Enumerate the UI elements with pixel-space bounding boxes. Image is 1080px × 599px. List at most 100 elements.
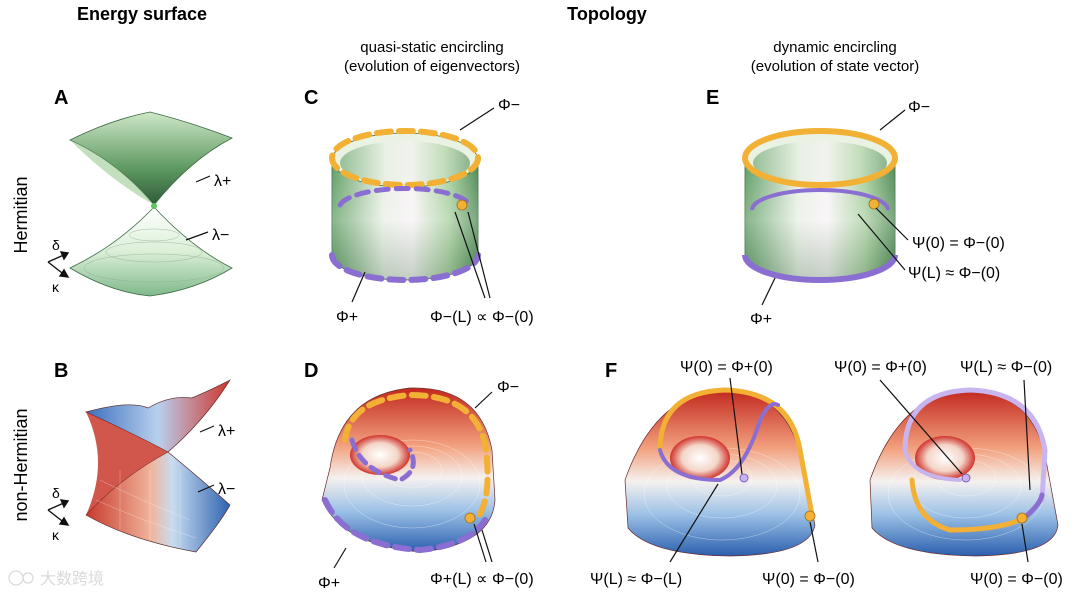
watermark-logo-icon [8,570,24,586]
f2-top-left-leader [879,379,963,475]
d-purple-inner-loop [349,437,416,483]
e-phi-minus-leader [879,109,906,131]
a-delta-label: δ [52,237,60,253]
e-phi-plus-label: Φ+ [750,311,772,328]
c-phi-minus-label: Φ− [498,97,520,114]
panel-b-energy-surface: λ+ λ− δ κ [47,379,235,553]
d-start-marker [464,512,476,524]
f1-bottom-right-leader [809,521,819,563]
c-purple-dashed-loop [329,252,481,283]
b-lambda-plus-label: λ+ [218,423,235,440]
c-cylinder-inner [340,141,470,185]
a-lambda-plus-label: λ+ [214,173,231,190]
e-start-marker [868,198,880,210]
f2-start-marker-top [961,473,971,483]
d-purple-dashed-loop [322,497,488,554]
f2-start-marker-bottom [1016,512,1028,524]
d-relation-leader-a [473,523,487,563]
e-cylinder-inner [753,141,887,185]
a-kappa-label: κ [52,279,60,295]
d-phi-plus-label: Φ+ [318,575,340,592]
panel-a-energy-surface: λ+ λ− δ κ [47,111,233,297]
d-gold-dashed-loop [342,391,491,523]
f2-bottom-label: Ψ(0) = Φ−(0) [970,571,1063,588]
panel-letter-c: C [304,87,318,109]
lower-cone-grid [83,228,225,283]
upper-cone-shade [70,140,154,205]
a-lambda-minus-leader [185,231,209,241]
b-delta-label: δ [52,485,60,501]
degeneracy-point [151,203,157,209]
panel-letter-b: B [54,360,68,382]
f2-lavender-inner [903,448,962,482]
b-kappa-label: κ [52,527,60,543]
lower-cone [69,206,233,297]
panel-c-cylinder: Φ− Φ+ Φ−(L) ∝ Φ−(0) [329,97,534,326]
f2-gold-path [909,477,1027,533]
f1-bottom-left-label: Ψ(L) ≈ Φ−(L) [590,571,682,588]
f1-top-label: Ψ(0) = Φ+(0) [680,359,773,376]
f2-top-right-label: Ψ(L) ≈ Φ−(0) [960,359,1052,376]
column-quasi-line2: (evolution of eigenvectors) [344,58,520,75]
e-psi0-leader [875,207,909,241]
panel-letter-f: F [605,360,617,382]
a-lambda-plus-leader [195,175,211,183]
watermark: 大数跨境 [8,569,104,588]
f2-top-left-label: Ψ(0) = Φ+(0) [834,359,927,376]
f1-start-marker-bottom [804,510,816,522]
e-psiL-label: Ψ(L) ≈ Φ−(0) [908,265,1000,282]
f2-lavender-path [902,387,1048,503]
f1-gold-path [657,387,815,518]
e-psi0-label: Ψ(0) = Φ−(0) [912,235,1005,252]
watermark-text: 大数跨境 [40,569,104,588]
f1-bottom-left-leader [669,483,719,563]
column-dynamic-line1: dynamic encircling [773,39,896,56]
f1-surface-hole [670,436,730,480]
b-lambda-minus-label: λ− [218,481,235,498]
f2-top-right-leader [1023,379,1031,491]
e-phi-plus-leader [761,277,776,306]
d-surface-body [321,387,496,553]
f1-bottom-right-label: Ψ(0) = Φ−(0) [762,571,855,588]
watermark-logo-icon-2 [22,572,34,584]
f1-top-leader [729,377,743,475]
panel-f-right-surface: Ψ(0) = Φ+(0) Ψ(L) ≈ Φ−(0) Ψ(0) = Φ−(0) [834,359,1063,588]
e-gold-loop [742,128,898,188]
b-lambda-plus-leader [199,425,215,433]
c-relation-leader-a [454,211,486,299]
e-purple-loop [742,254,898,283]
panel-d-surface: Φ− Φ+ Φ+(L) ∝ Φ−(0) [318,379,534,592]
f1-start-marker-top [739,473,749,483]
b-axes [47,499,70,526]
header-topology: Topology [567,4,647,24]
branch-cut-sheet [86,412,168,515]
column-quasi-line1: quasi-static encircling [360,39,503,56]
b-surface-grid [95,470,197,548]
c-relation-label: Φ−(L) ∝ Φ−(0) [430,309,534,326]
a-axes [47,251,70,278]
header-energy-surface: Energy surface [77,4,207,24]
e-purple-inner-loop [750,188,890,211]
d-relation-leader-b [481,529,493,563]
d-relation-label: Φ+(L) ∝ Φ−(0) [430,571,534,588]
column-dynamic-line2: (evolution of state vector) [751,58,919,75]
f2-bottom-leader [1021,523,1029,563]
panel-letter-d: D [304,360,318,382]
d-phi-minus-label: Φ− [497,379,519,396]
panel-f-left-surface: Ψ(0) = Φ+(0) Ψ(L) ≈ Φ−(L) Ψ(0) = Φ−(0) [590,359,855,588]
d-phi-plus-leader [333,547,347,569]
c-relation-leader-b [467,211,491,299]
c-phi-plus-label: Φ+ [336,309,358,326]
e-cylinder-shade [745,160,895,280]
panel-letter-a: A [54,87,68,109]
f2-surface-hole [915,436,975,480]
c-start-marker [456,199,468,211]
c-phi-minus-leader [459,107,495,131]
e-psiL-leader [857,213,906,271]
c-phi-plus-leader [351,271,366,303]
row-label-hermitian: Hermitian [11,176,31,253]
panel-e-cylinder: Φ− Φ+ Ψ(0) = Φ−(0) Ψ(L) ≈ Φ−(0) [742,99,1005,328]
c-purple-inner-loop [337,185,473,208]
e-phi-minus-label: Φ− [908,99,930,116]
